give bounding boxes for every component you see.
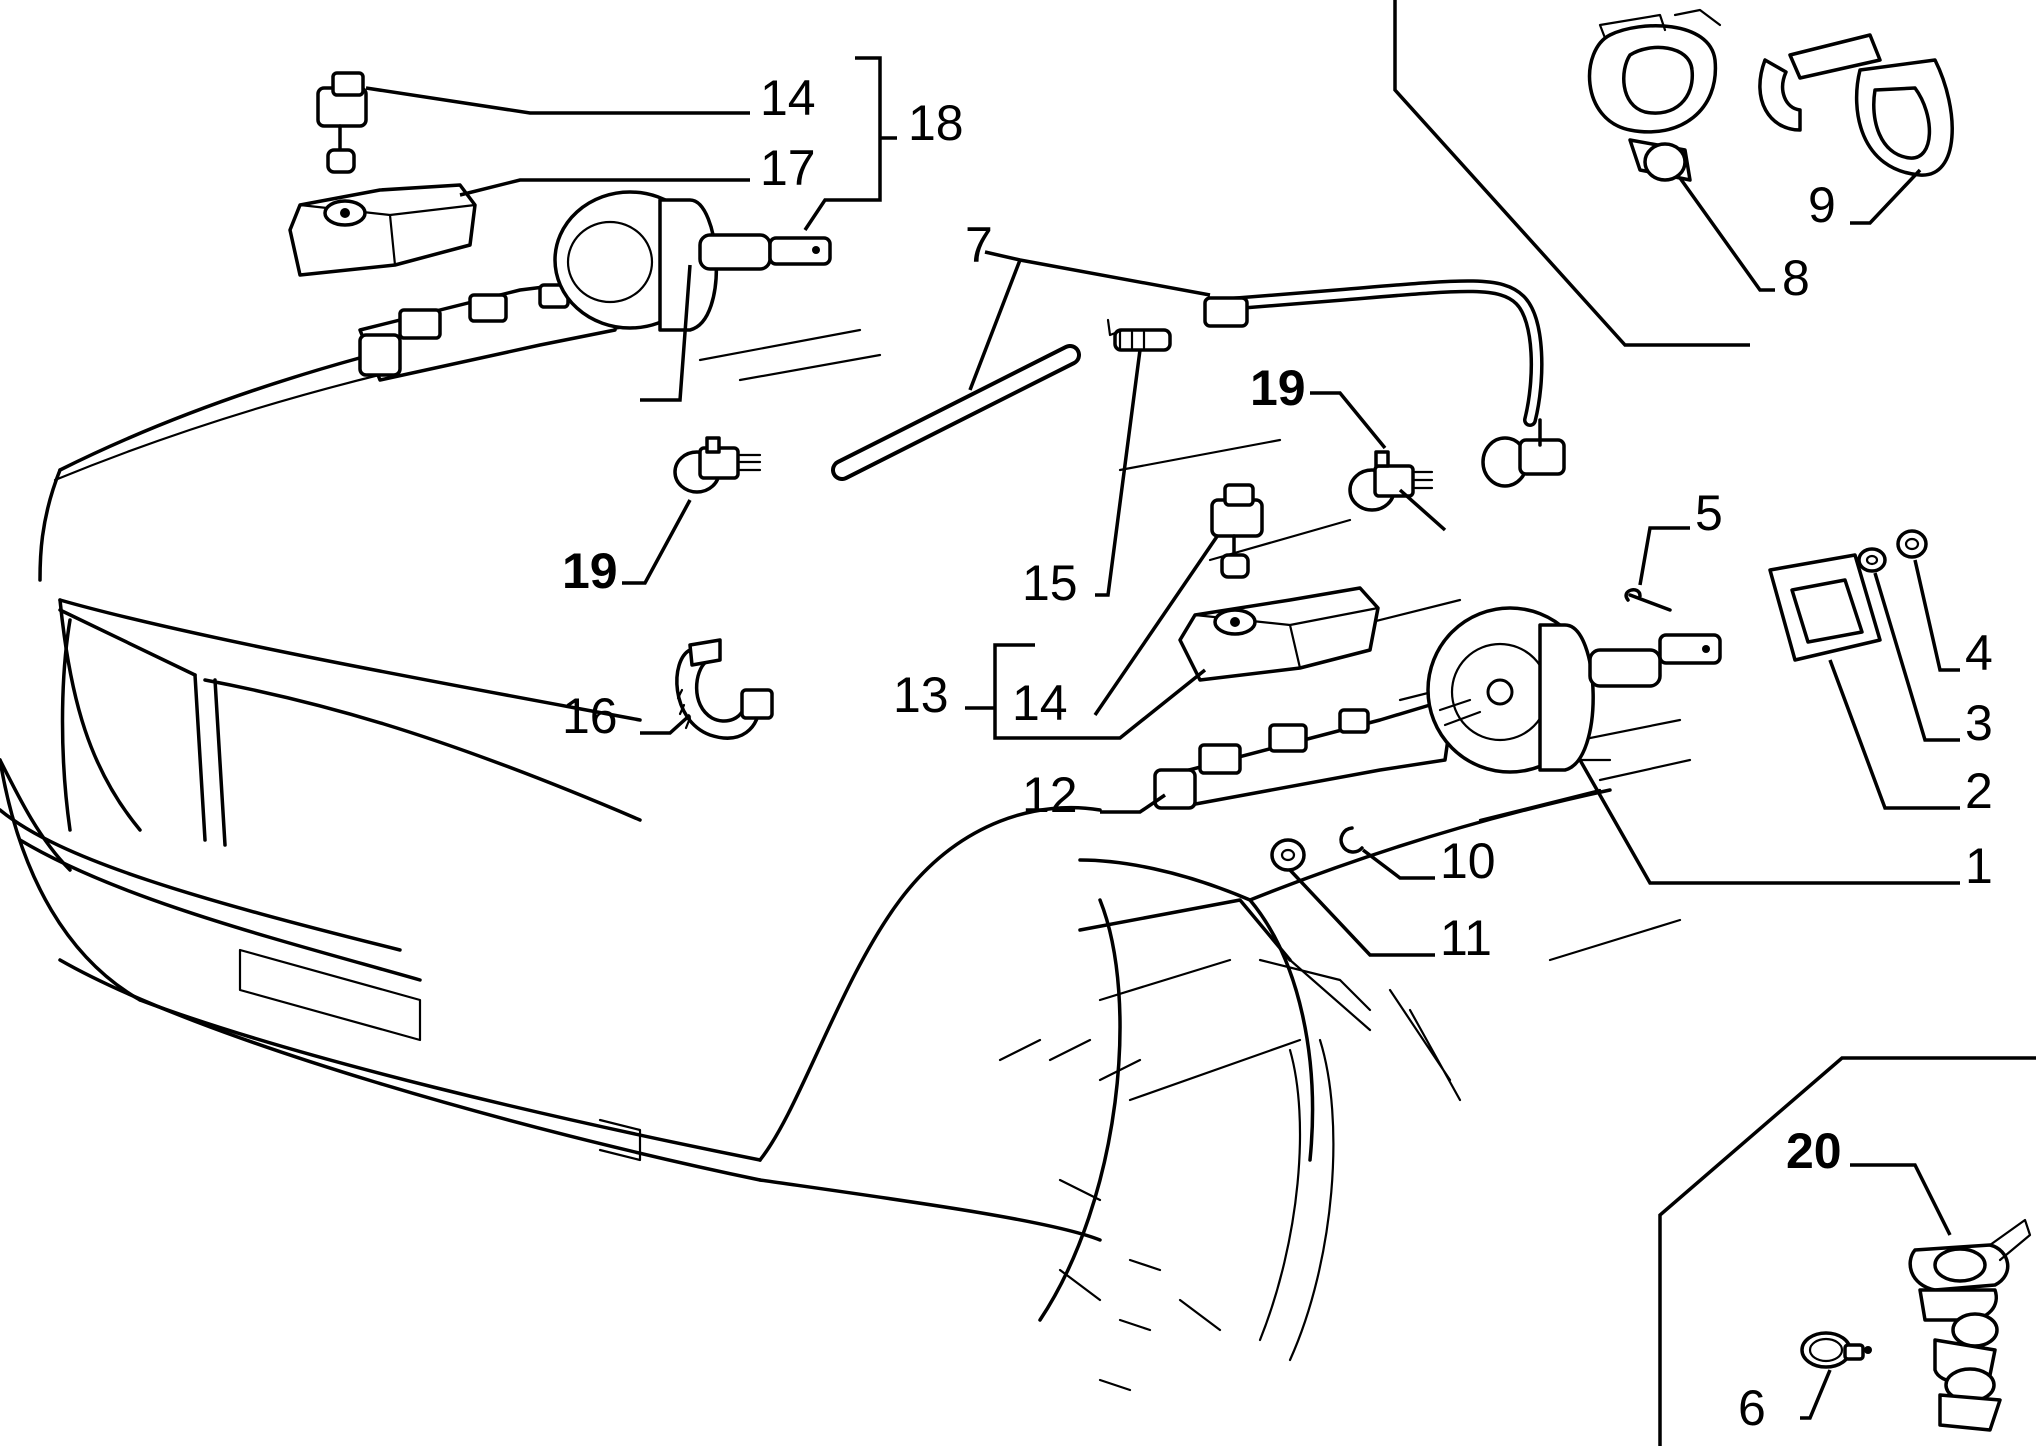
callout-label-18: 18	[908, 95, 964, 151]
callout-15: 15	[1022, 349, 1142, 611]
callout-19-left: 19	[562, 499, 692, 599]
callout-19-right: 19	[1250, 360, 1387, 450]
banjo-bolt-19-right	[1348, 450, 1447, 532]
vacuum-hose-7	[831, 279, 1566, 488]
callout-2: 2	[1828, 659, 1993, 819]
inset-bottom-right	[1658, 1056, 2036, 1446]
callout-label-5: 5	[1695, 485, 1723, 541]
callout-label-7: 7	[965, 217, 993, 273]
callout-label-9: 9	[1808, 177, 1836, 233]
callout-label-12: 12	[1022, 767, 1078, 823]
callout-label-17: 17	[760, 140, 816, 196]
callout-label-16: 16	[562, 688, 618, 744]
callout-label-20: 20	[1786, 1123, 1842, 1179]
callout-label-6: 6	[1738, 1380, 1766, 1436]
callout-label-3: 3	[1965, 695, 1993, 751]
callout-16: 16	[562, 688, 692, 744]
banjo-bolt-19-left	[673, 436, 762, 494]
callout-5: 5	[1638, 485, 1723, 586]
callout-17: 17	[459, 140, 816, 197]
callout-8: 8	[1678, 176, 1810, 306]
callout-10: 10	[1361, 833, 1496, 889]
callout-4: 4	[1913, 559, 1993, 681]
callout-label-11: 11	[1440, 910, 1492, 966]
callout-14-top: 14	[365, 70, 816, 126]
callout-13: 13	[893, 643, 1207, 740]
pipe-clip-16	[675, 638, 774, 740]
callout-label-4: 4	[1965, 625, 1993, 681]
callout-label-10: 10	[1440, 833, 1496, 889]
callout-12: 12	[1022, 767, 1166, 823]
callout-label-1: 1	[1965, 838, 1993, 894]
callout-label-14-top: 14	[760, 70, 816, 126]
callout-label-15: 15	[1022, 555, 1078, 611]
callout-11: 11	[1288, 868, 1492, 966]
center-master-cylinder-assembly	[1153, 483, 1928, 872]
callout-label-19-right: 19	[1250, 360, 1306, 416]
callout-7: 7	[965, 217, 1211, 391]
callout-label-2: 2	[1965, 763, 1993, 819]
callout-1: 1	[1578, 759, 1993, 894]
inset-top-right	[1393, 0, 1954, 347]
callout-3: 3	[1873, 572, 1993, 751]
callout-20: 20	[1786, 1123, 1952, 1236]
callout-14-center: 14	[1012, 534, 1220, 731]
callout-label-13: 13	[893, 667, 949, 723]
callout-label-19-left: 19	[562, 543, 618, 599]
car-body-outline	[0, 288, 1692, 1392]
callout-label-8: 8	[1782, 250, 1810, 306]
callout-18: 18	[803, 56, 964, 231]
callout-6: 6	[1738, 1369, 1832, 1436]
upper-left-master-cylinder-assembly	[288, 71, 832, 402]
callout-label-14-center: 14	[1012, 675, 1068, 731]
callout-9: 9	[1808, 168, 1922, 233]
